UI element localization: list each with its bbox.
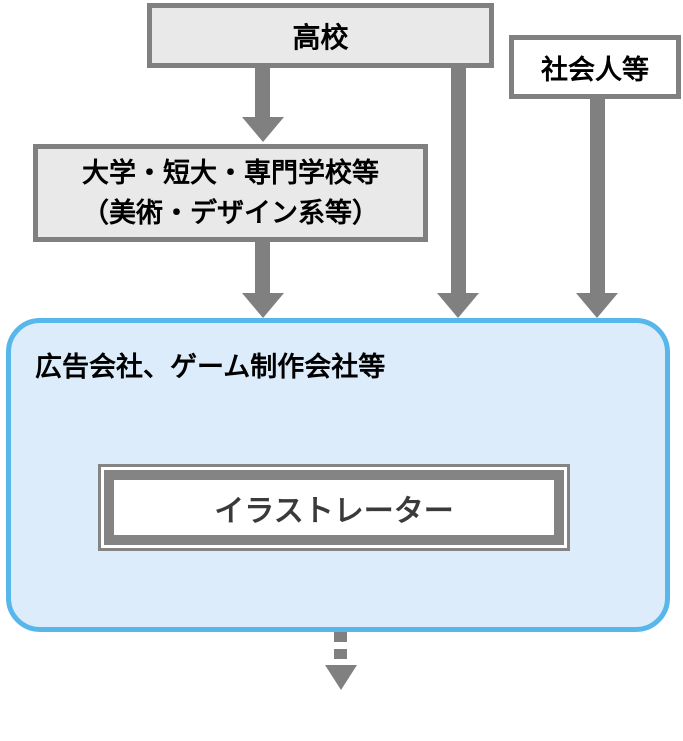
node-companies-label: 広告会社、ゲーム制作会社等 bbox=[35, 352, 386, 382]
node-working-adults: 社会人等 bbox=[509, 35, 681, 99]
arrow-highschool-to-university-head bbox=[242, 117, 284, 142]
arrow-highschool-to-university-shaft bbox=[255, 68, 270, 117]
node-university-label-line2: （美術・デザイン系等） bbox=[82, 198, 379, 228]
arrow-university-to-companies-shaft bbox=[255, 242, 270, 293]
node-university-label-line1: 大学・短大・専門学校等 bbox=[82, 158, 379, 188]
node-illustrator-frame: イラストレーター bbox=[98, 464, 570, 551]
arrow-highschool-to-companies-head bbox=[437, 293, 479, 318]
dashed-arrow-segment-1 bbox=[334, 632, 347, 642]
node-university: 大学・短大・専門学校等 （美術・デザイン系等） bbox=[33, 144, 428, 242]
arrow-university-to-companies-head bbox=[242, 293, 284, 318]
arrow-adults-to-companies-shaft bbox=[590, 99, 605, 293]
node-working-adults-label: 社会人等 bbox=[541, 54, 649, 85]
dashed-arrow-head bbox=[325, 665, 357, 690]
dashed-arrow-segment-2 bbox=[334, 649, 347, 659]
arrow-highschool-to-companies-shaft bbox=[451, 68, 466, 293]
node-highschool: 高校 bbox=[147, 3, 494, 68]
arrow-adults-to-companies-head bbox=[576, 293, 618, 318]
node-illustrator-label: イラストレーター bbox=[214, 494, 454, 528]
node-highschool-label: 高校 bbox=[292, 21, 349, 53]
node-illustrator: イラストレーター bbox=[104, 470, 564, 545]
